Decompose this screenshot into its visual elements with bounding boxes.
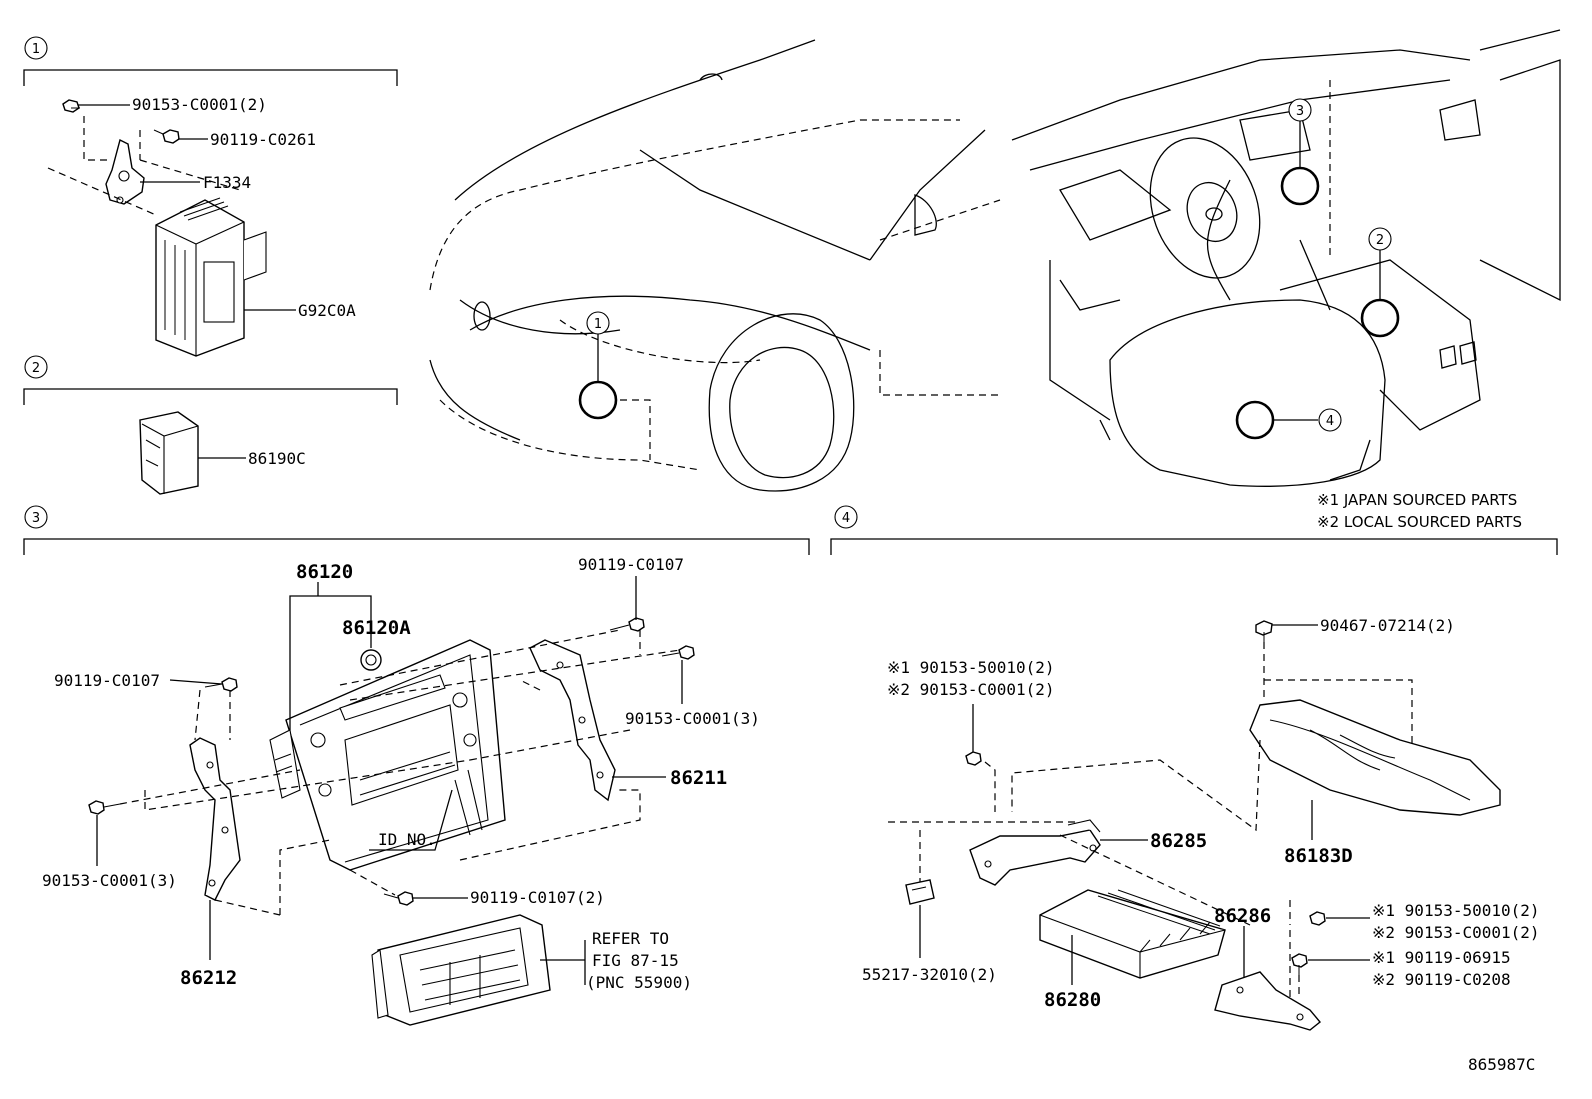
bracket-part [105, 138, 145, 205]
section-3-header: 3 [23, 505, 810, 555]
knob-part [360, 649, 382, 671]
part-label: 90119-C0107(2) [470, 888, 605, 907]
part-label: ※1 90119-06915 [1372, 948, 1511, 967]
callout-number: 4 [1326, 414, 1334, 429]
section-3-parts: 86120 86120A [42, 555, 760, 1026]
svg-text:2: 2 [32, 361, 40, 376]
svg-text:4: 4 [842, 511, 850, 526]
part-label: ※1 90153-50010(2) [1372, 901, 1540, 920]
climate-panel-part [371, 914, 551, 1026]
part-label: ※2 90119-C0208 [1372, 970, 1511, 989]
amplifier-part [1039, 889, 1226, 979]
bolt-icon [965, 751, 982, 766]
part-label: 90467-07214(2) [1320, 616, 1455, 635]
part-label: 86183D [1284, 845, 1353, 867]
callout-number: 2 [1376, 233, 1384, 248]
part-label: 86212 [180, 967, 237, 989]
part-label: 90119-C0107 [54, 671, 160, 690]
part-label: 90153-C0001(2) [132, 95, 267, 114]
bracket-left-part [189, 737, 241, 901]
figure-code: 865987C [1468, 1055, 1535, 1074]
section-1-header: 1 [23, 36, 398, 86]
section-2-parts: 86190C [139, 411, 306, 495]
reference-note: (PNC 55900) [586, 973, 692, 992]
bolt-icon [661, 645, 695, 660]
bracket-part [1214, 971, 1321, 1031]
section-4-header: 4 [830, 505, 1558, 555]
id-number-label: ID NO. [378, 830, 436, 849]
part-label: 90153-C0001(3) [42, 871, 177, 890]
callout-number: 1 [594, 317, 602, 332]
control-module-part [155, 197, 267, 357]
part-label: 90119-C0107 [578, 555, 684, 574]
bracket-right-part [529, 639, 616, 802]
audio-panel-part [269, 639, 506, 871]
bolt-icon [609, 617, 645, 632]
svg-text:3: 3 [32, 511, 40, 526]
bracket-part [969, 819, 1101, 886]
car-exterior-illustration: 1 [429, 39, 1001, 492]
seat-cover-part [1249, 699, 1501, 816]
bolt-icon [62, 99, 80, 113]
section-4-parts: 90467-07214(2) 86183D ※1 90153-50010(2) … [862, 616, 1540, 1031]
note-japan-sourced: ※1 JAPAN SOURCED PARTS [1317, 491, 1517, 509]
callout-number: 3 [1296, 104, 1304, 119]
clip-icon [1255, 620, 1273, 642]
part-label: G92C0A [298, 301, 356, 320]
part-label: ※2 90153-C0001(2) [887, 680, 1055, 699]
part-label: ※1 90153-50010(2) [887, 658, 1055, 677]
part-label: 55217-32010(2) [862, 965, 997, 984]
bolt-icon [1309, 911, 1326, 926]
reference-note: FIG 87-15 [592, 951, 679, 970]
part-label: 86280 [1044, 989, 1101, 1011]
section-1-parts: 90153-C0001(2) 90119-C0261 F1334 G92C0A [47, 95, 356, 357]
part-label: 86285 [1150, 830, 1207, 852]
part-label: 86120 [296, 561, 353, 583]
part-label: 86190C [248, 449, 306, 468]
part-label: 86120A [342, 617, 411, 639]
part-label: 86211 [670, 767, 727, 789]
reference-note: REFER TO [592, 929, 669, 948]
part-label: 90153-C0001(3) [625, 709, 760, 728]
part-label: ※2 90153-C0001(2) [1372, 923, 1540, 942]
bolt-icon [153, 129, 180, 144]
bolt-icon [383, 891, 414, 906]
clip-part [905, 879, 935, 905]
part-label: F1334 [203, 173, 251, 192]
svg-text:1: 1 [32, 42, 40, 57]
bolt-icon [88, 800, 121, 815]
part-label: 86286 [1214, 905, 1271, 927]
section-2-header: 2 [23, 355, 398, 405]
bolt-icon [1291, 953, 1308, 975]
bolt-icon [204, 677, 238, 692]
car-interior-illustration: 3 2 4 [1011, 29, 1561, 487]
switch-part [139, 411, 199, 495]
note-local-sourced: ※2 LOCAL SOURCED PARTS [1317, 513, 1522, 531]
part-label: 90119-C0261 [210, 130, 316, 149]
